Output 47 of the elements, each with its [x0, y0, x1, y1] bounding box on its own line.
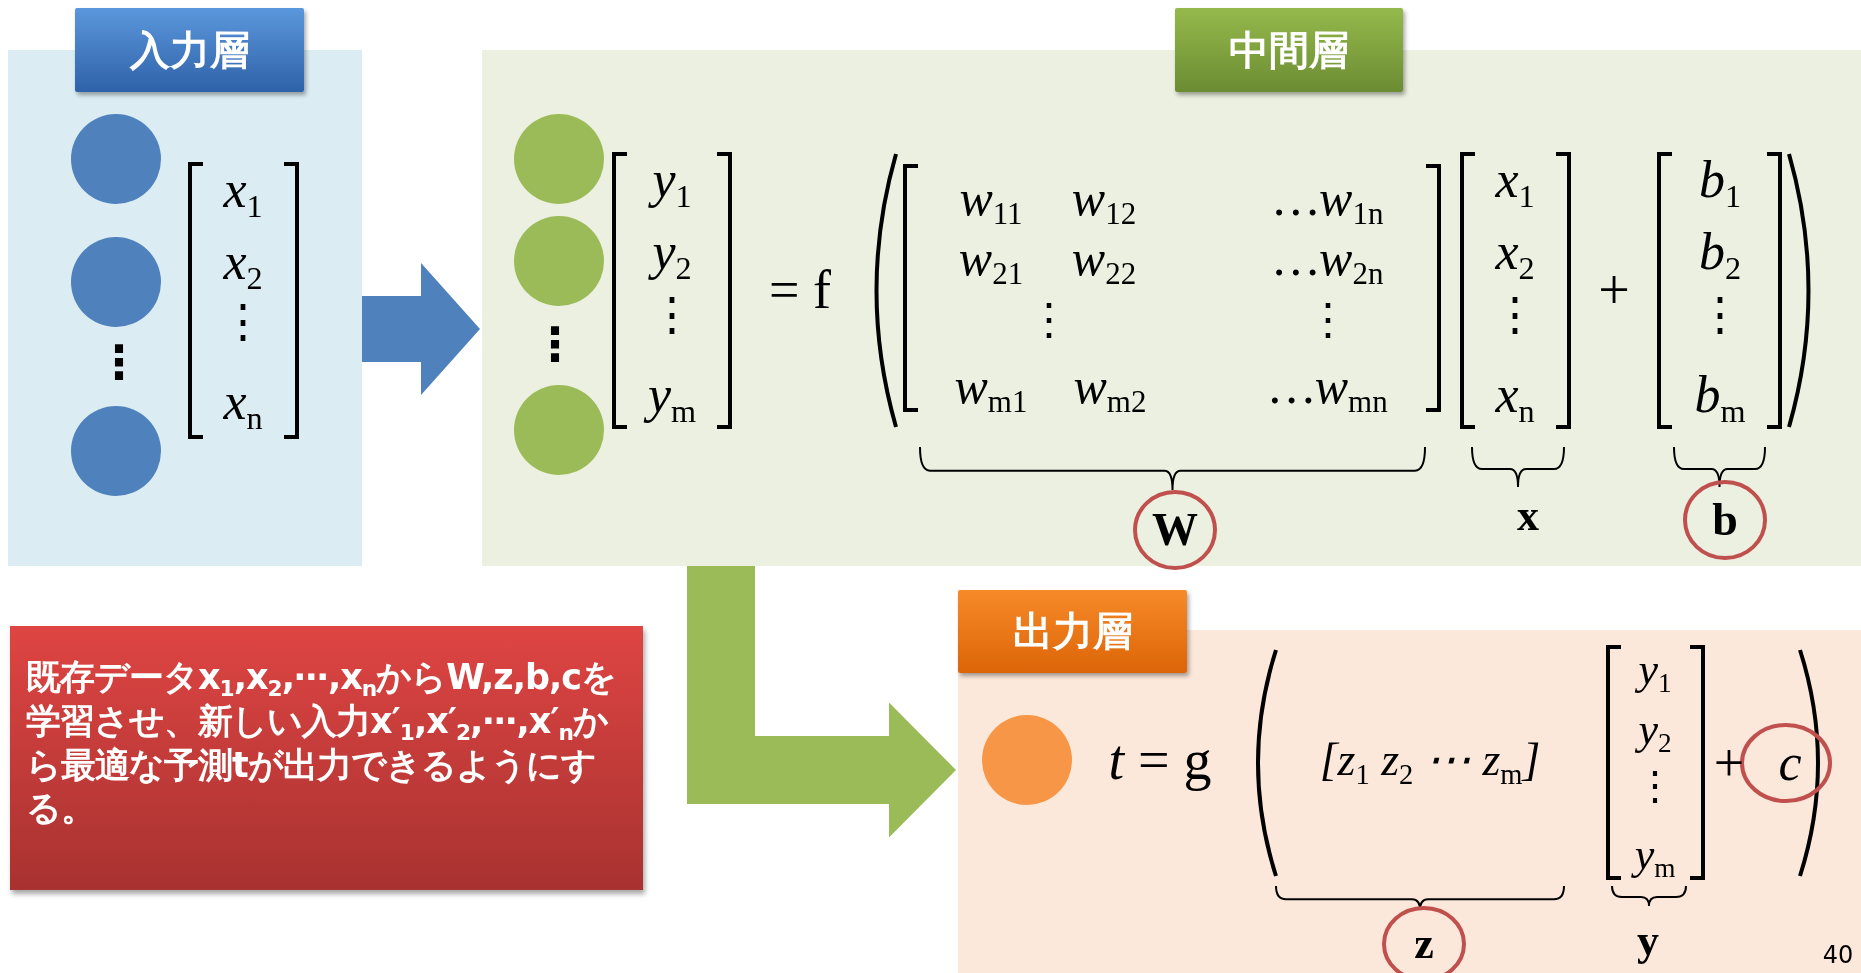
vertical-ellipsis: ⋮ — [1635, 766, 1675, 806]
layer-panel — [958, 590, 1861, 973]
vertical-ellipsis: ⋮ — [1492, 292, 1538, 338]
layer-title: 入力層 — [75, 8, 304, 92]
matrix-entry: b$_{m}$ — [1694, 369, 1746, 421]
vertical-ellipsis: ⋮ — [96, 339, 142, 385]
math-symbol: c — [1778, 737, 1802, 789]
matrix-entry: w$_{22}$ — [1071, 233, 1137, 283]
matrix-entry: w$_{11}$ — [959, 173, 1023, 223]
layer-panel — [482, 8, 1861, 566]
matrix-entry: w$_{m2}$ — [1073, 361, 1147, 411]
arrow — [687, 566, 956, 838]
matrix-entry: …w$_{2n}$ — [1274, 233, 1384, 283]
variable-label: x — [1517, 494, 1539, 538]
vertical-ellipsis: ⋮ — [1027, 298, 1071, 342]
arrow — [362, 263, 480, 395]
matrix-entry: b$_{1}$ — [1698, 154, 1742, 206]
layer-panel — [8, 8, 362, 566]
note-box: 既存データx$_{1}$,x$_{2}$,⋯,x$_{n}$からW,z,b,cを学習させ、新しい入力x′$_{1}$,x′$_{2}$,⋯,x′$_{n}$から最適な予測tが出力できるようにする。 — [10, 626, 643, 890]
layer-title: 出力層 — [958, 590, 1187, 673]
math-symbol: = f — [769, 263, 831, 317]
matrix-entry: …w$_{1n}$ — [1274, 173, 1384, 223]
matrix-entry: x$_{2}$ — [1495, 226, 1535, 278]
variable-label: b — [1712, 497, 1738, 543]
vertical-ellipsis: ⋮ — [532, 321, 578, 367]
vertical-ellipsis: ⋮ — [220, 299, 266, 345]
matrix-entry: x$_{n}$ — [1495, 369, 1535, 421]
matrix-entry: w$_{m1}$ — [954, 361, 1028, 411]
matrix-entry: x$_{2}$ — [223, 236, 263, 288]
math-symbol: + — [1713, 736, 1745, 790]
matrix-entry: x$_{n}$ — [223, 376, 263, 428]
matrix-entry: x$_{1}$ — [223, 164, 263, 216]
row-vector: [z$_{1}$ z$_{2}$ ⋯ z$_{m}$] — [1319, 737, 1541, 783]
math-symbol: + — [1598, 262, 1630, 318]
page-number: 40 — [1822, 943, 1854, 967]
matrix-entry: x$_{1}$ — [1495, 154, 1535, 206]
matrix-entry: …w$_{mn}$ — [1270, 361, 1388, 411]
variable-label: W — [1152, 507, 1198, 553]
layer-title: 中間層 — [1175, 8, 1403, 92]
vertical-ellipsis: ⋮ — [1697, 292, 1743, 338]
vertical-ellipsis: ⋮ — [1306, 298, 1350, 342]
matrix-entry: w$_{12}$ — [1071, 173, 1137, 223]
matrix-entry: b$_{2}$ — [1698, 226, 1742, 278]
matrix-entry: w$_{21}$ — [958, 233, 1024, 283]
variable-label: y — [1637, 919, 1659, 963]
variable-label: z — [1414, 922, 1434, 966]
vertical-ellipsis: ⋮ — [649, 292, 695, 338]
